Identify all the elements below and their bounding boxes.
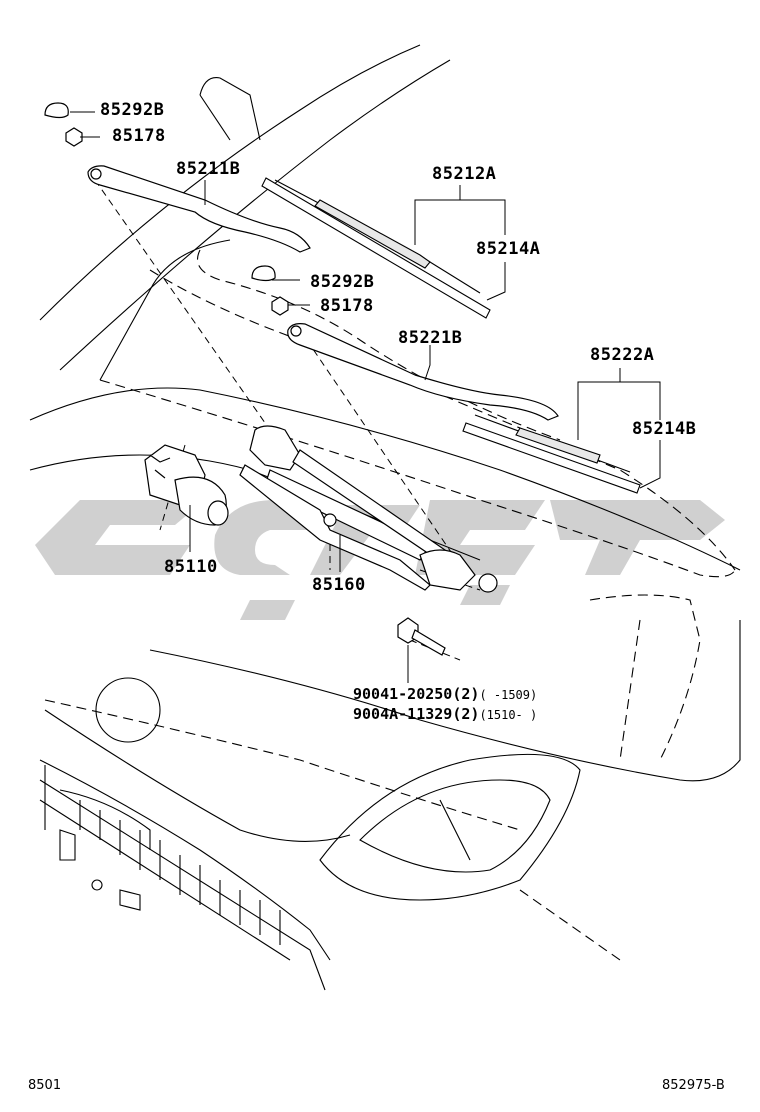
- label-85222A[interactable]: 85222A: [590, 345, 655, 365]
- bolt-qty: (2): [452, 705, 480, 723]
- label-85110[interactable]: 85110: [164, 557, 218, 577]
- vehicle-body-outline: [29, 44, 741, 991]
- hood-edge: [589, 594, 701, 761]
- wiper-blade-85212A: [261, 177, 491, 319]
- bolt-part-number: 90041-20250: [353, 685, 453, 703]
- bolt-range: (1510- ): [479, 708, 538, 722]
- label-85212A[interactable]: 85212A: [432, 164, 497, 184]
- label-85160[interactable]: 85160: [312, 575, 366, 595]
- bolt-note-1[interactable]: 90041-20250(2)( -1509): [353, 685, 537, 703]
- wiper-link-85160: [239, 425, 498, 593]
- bolt-part-number: 9004A-11329: [353, 705, 453, 723]
- bolt-range: ( -1509): [479, 688, 538, 702]
- label-85214B[interactable]: 85214B: [632, 419, 697, 439]
- label-85211B[interactable]: 85211B: [176, 159, 241, 179]
- wiper-motor-85110: [144, 444, 229, 526]
- label-85292B-mid[interactable]: 85292B: [310, 272, 375, 292]
- label-85214A[interactable]: 85214A: [476, 239, 541, 259]
- label-leader-lines: [70, 111, 661, 683]
- cap-nut-parts: [44, 102, 289, 316]
- wiper-arm-85211B: [87, 165, 311, 253]
- label-85178-mid[interactable]: 85178: [320, 296, 374, 316]
- label-85292B-top[interactable]: 85292B: [100, 100, 165, 120]
- bolt-note-2[interactable]: 9004A-11329(2)(1510- ): [353, 705, 537, 723]
- wiper-blade-85222A: [462, 414, 641, 494]
- footer-section-code: 8501: [28, 1078, 62, 1093]
- bolt-part: [397, 617, 446, 656]
- wiper-arm-85221B: [287, 323, 559, 421]
- label-85221B[interactable]: 85221B: [398, 328, 463, 348]
- label-85178-top[interactable]: 85178: [112, 126, 166, 146]
- footer-illustration-code: 852975-B: [662, 1078, 725, 1093]
- bolt-qty: (2): [452, 685, 480, 703]
